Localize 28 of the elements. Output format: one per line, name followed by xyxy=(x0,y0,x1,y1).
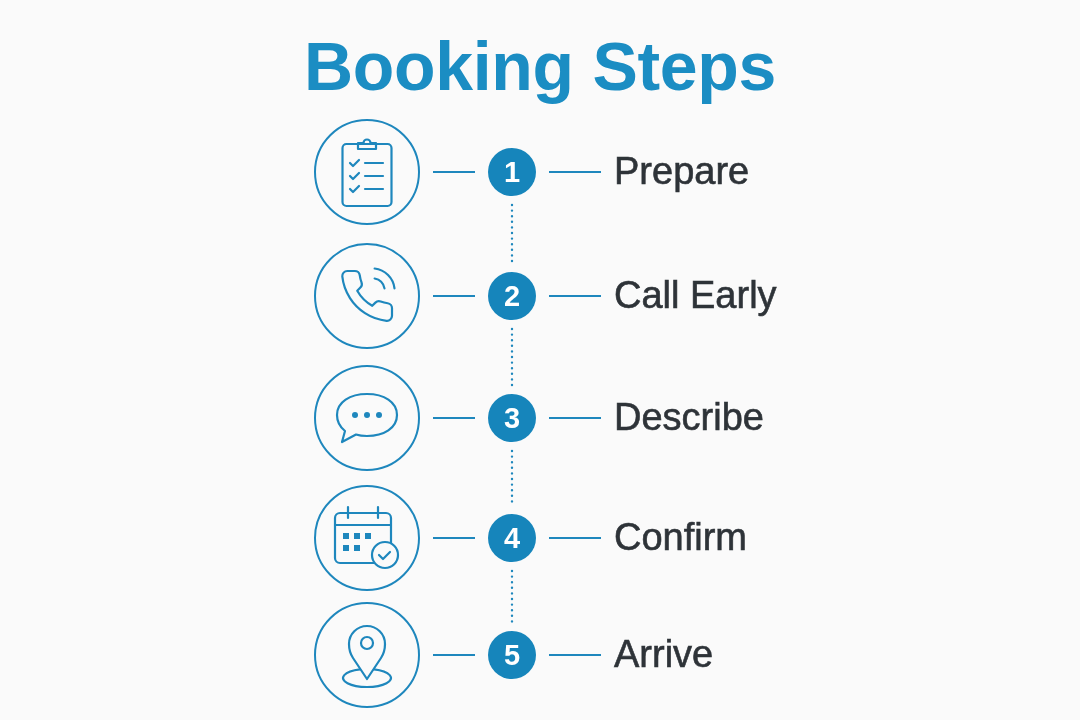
step-number-circle: 4 xyxy=(488,514,536,562)
step-number-circle: 3 xyxy=(488,394,536,442)
step-label: Describe xyxy=(614,396,764,440)
icon-circle xyxy=(314,602,420,708)
icon-circle xyxy=(314,119,420,225)
step-label: Confirm xyxy=(614,516,748,560)
icon-circle xyxy=(314,243,420,349)
dotted-connector xyxy=(510,569,514,624)
connector-line xyxy=(548,653,602,656)
icon-circle xyxy=(314,365,420,471)
connector-line xyxy=(548,416,602,419)
connector-line xyxy=(432,171,476,173)
connector-line xyxy=(432,417,476,419)
connector-line xyxy=(548,170,602,173)
step-label: Call Early xyxy=(614,274,777,318)
step-number-circle: 1 xyxy=(488,148,536,196)
connector-line xyxy=(432,654,476,656)
connector-line xyxy=(548,536,602,539)
icon-circle xyxy=(314,485,420,591)
connector-line xyxy=(432,295,476,297)
step-label: Arrive xyxy=(614,633,714,677)
connector-line xyxy=(432,537,476,539)
dotted-connector xyxy=(510,327,514,387)
step-number-circle: 2 xyxy=(488,272,536,320)
step-number-circle: 5 xyxy=(488,631,536,679)
connector-line xyxy=(548,294,602,297)
step-label: Prepare xyxy=(614,150,750,194)
dotted-connector xyxy=(510,203,514,265)
